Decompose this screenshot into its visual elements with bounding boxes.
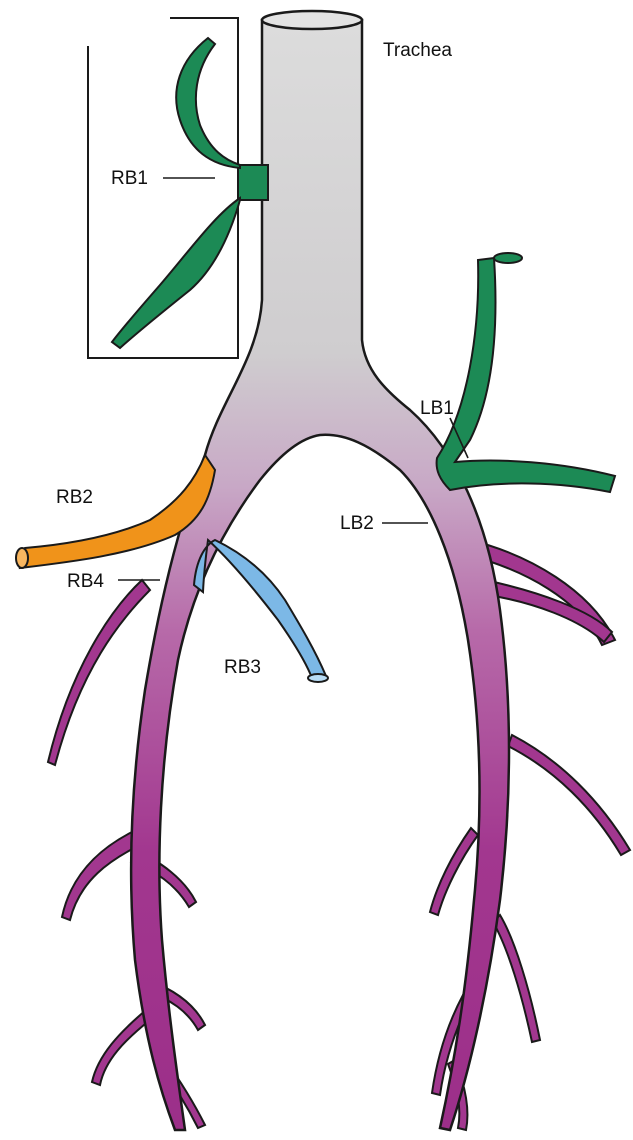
right-lower-subbranches <box>48 580 205 1128</box>
lb-subbranch-5 <box>493 915 540 1042</box>
rb-subbranch-2 <box>62 830 140 920</box>
rb-subbranch-1 <box>48 580 150 765</box>
lb-subbranch-3 <box>508 735 630 855</box>
label-rb3: RB3 <box>224 657 261 678</box>
lb-subbranch-4 <box>430 828 478 915</box>
rb1-branch <box>112 38 268 348</box>
main-airway <box>131 20 509 1130</box>
label-rb1: RB1 <box>111 168 148 189</box>
label-lb2: LB2 <box>340 513 374 534</box>
trachea-top <box>262 11 362 29</box>
lb1-branch <box>437 253 615 492</box>
rb3-branch <box>194 540 328 682</box>
label-rb4: RB4 <box>67 571 104 592</box>
label-trachea: Trachea <box>383 40 452 61</box>
rb-subbranch-5 <box>92 1010 150 1085</box>
label-lb1: LB1 <box>420 398 454 419</box>
label-rb2: RB2 <box>56 487 93 508</box>
